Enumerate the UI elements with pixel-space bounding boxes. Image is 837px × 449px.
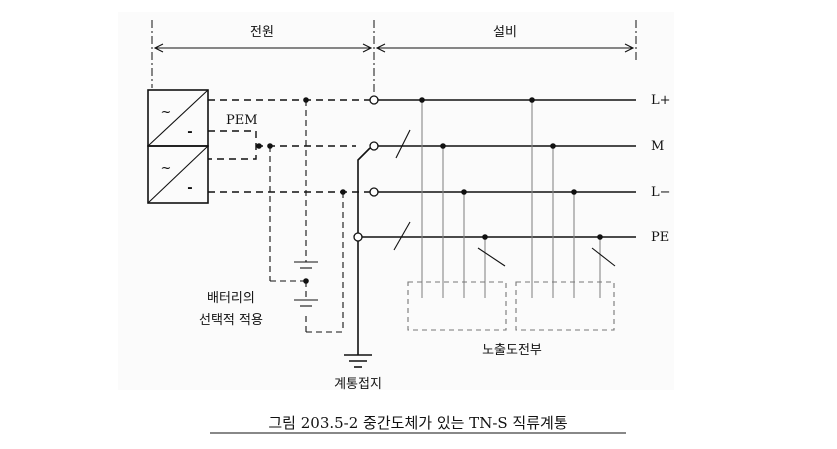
equipment-label: 설비	[493, 25, 517, 40]
m-slash-mark	[395, 129, 411, 159]
source-label: 전원	[250, 25, 274, 40]
converter-box-lower: ~ -	[147, 145, 209, 204]
terminals	[353, 95, 379, 242]
ac-symbol-lower: ~	[161, 161, 172, 176]
ac-symbol-upper: ~	[161, 105, 172, 120]
equipment-drops	[421, 100, 601, 298]
label-pe: PE	[651, 230, 669, 245]
exposed-part-enclosure-1	[407, 281, 507, 331]
source-midpoint-dashed	[208, 130, 257, 160]
pe-branch-slash-2	[591, 247, 616, 267]
pem-label: PEM	[226, 113, 258, 128]
label-l-minus: L−	[651, 185, 671, 200]
equipment-span-arrow	[375, 43, 635, 53]
label-m: M	[651, 139, 664, 154]
battery-branch	[269, 100, 344, 333]
battery-label-line2: 선택적 적용	[199, 313, 263, 328]
system-earthing-conductor	[357, 147, 371, 355]
system-earthing-label: 계통접지	[334, 377, 382, 392]
battery-label-line1: 배터리의	[207, 291, 255, 306]
figure-caption: 그림 203.5-2 중간도체가 있는 TN-S 직류계통	[268, 414, 567, 432]
dc-symbol-upper: -	[187, 125, 192, 140]
dc-symbol-lower: -	[187, 181, 192, 196]
earth-symbol	[344, 354, 372, 368]
exposed-part-enclosure-2	[515, 281, 615, 331]
diagram-background	[118, 12, 674, 390]
exposed-parts-label: 노출도전부	[482, 343, 542, 358]
equipment-junction-dots	[419, 97, 603, 240]
pe-slash-mark	[393, 221, 411, 251]
label-l-plus: L+	[651, 93, 671, 108]
pe-branch-slash-1	[477, 247, 506, 267]
source-junction-dots	[256, 97, 346, 284]
source-span-arrow	[153, 43, 373, 53]
